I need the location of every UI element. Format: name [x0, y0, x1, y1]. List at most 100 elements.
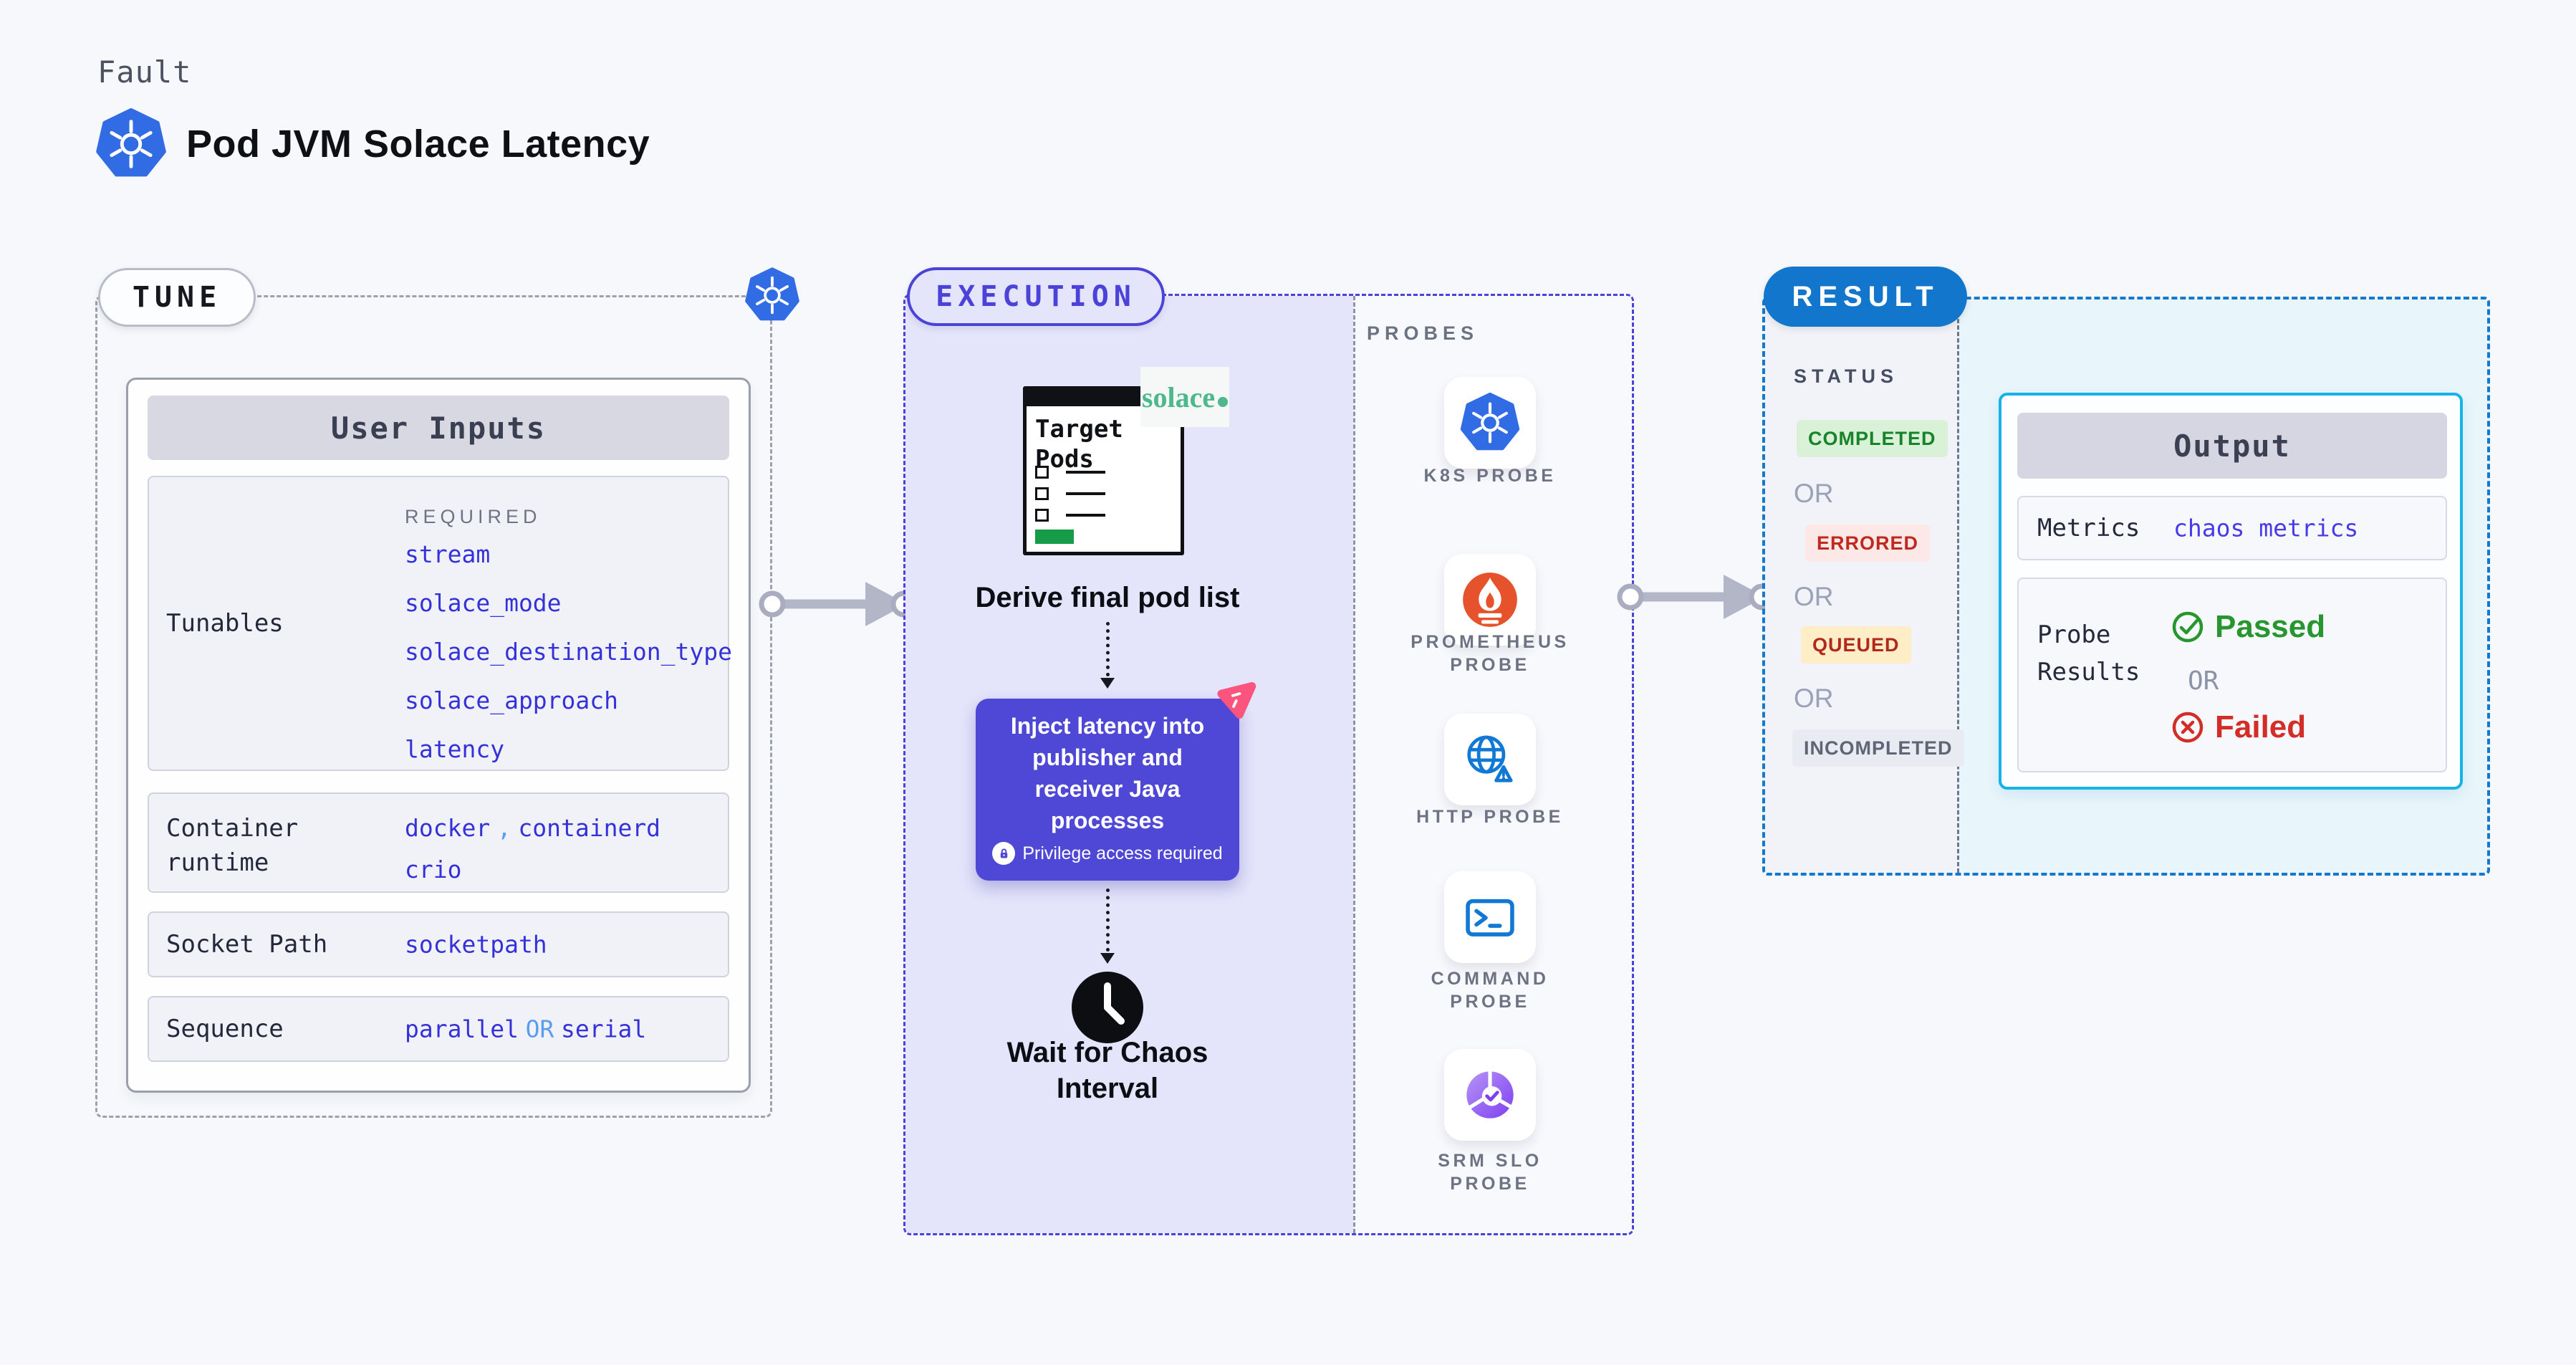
kubernetes-icon — [1459, 392, 1521, 454]
flow-arrow-execution-to-result — [1615, 566, 1778, 628]
probe-label-srm-slo: SRM SLO PROBE — [1438, 1151, 1542, 1194]
page-title-row: Pod JVM Solace Latency — [96, 107, 650, 181]
solace-dot-icon — [1218, 397, 1229, 407]
probe-card-command — [1444, 871, 1536, 963]
passed-text: Passed — [2215, 609, 2326, 644]
probe-card-prometheus — [1444, 554, 1536, 646]
inject-text-line: publisher and — [1032, 744, 1183, 770]
status-or-separator: OR — [1794, 684, 1834, 713]
page-title: Pod JVM Solace Latency — [186, 123, 650, 166]
checkbox-icon — [1035, 509, 1049, 522]
socket-path-row: Socket Path socketpath — [148, 911, 729, 977]
tunable-value: solace_approach — [405, 686, 619, 714]
user-inputs-card: User Inputs Tunables REQUIRED stream sol… — [126, 378, 751, 1093]
probe-results-or: OR — [2188, 666, 2219, 696]
probes-section-label: PROBES — [1367, 322, 1479, 344]
list-line — [1066, 471, 1105, 474]
status-badge-errored: ERRORED — [1805, 525, 1931, 562]
output-header: Output — [2017, 413, 2447, 479]
inject-latency-node: Inject latency into publisher and receiv… — [976, 699, 1239, 881]
probe-label-command: COMMAND PROBE — [1431, 969, 1549, 1012]
status-badge-incompleted: INCOMPLETED — [1792, 729, 1964, 767]
tunable-value: solace_destination_type — [405, 638, 732, 666]
socket-path-value: socketpath — [405, 930, 547, 959]
pod-list-item — [1035, 487, 1105, 500]
metrics-label: Metrics — [2037, 514, 2140, 542]
arrow-down-icon — [1100, 678, 1115, 689]
container-runtime-label: Container runtime — [166, 814, 299, 877]
tunables-label: Tunables — [166, 609, 284, 638]
tunable-value: stream — [405, 540, 491, 568]
x-circle-icon — [2171, 710, 2205, 744]
tune-section-box — [95, 295, 772, 1118]
flow-arrow-tune-to-execution — [756, 573, 920, 635]
status-section-label: STATUS — [1794, 365, 1898, 387]
sequence-value: parallel — [405, 1015, 519, 1043]
status-or-separator: OR — [1794, 479, 1834, 508]
runtime-value: docker — [405, 814, 491, 842]
status-badge-completed: COMPLETED — [1797, 420, 1948, 457]
probe-card-k8s — [1444, 377, 1536, 469]
wait-caption-line: Interval — [1056, 1073, 1159, 1104]
runtime-separator: , — [496, 814, 511, 842]
inject-text-line: Inject latency into — [1010, 713, 1205, 739]
prometheus-icon — [1459, 569, 1521, 631]
inject-text-line: receiver Java — [1034, 776, 1181, 802]
http-globe-icon — [1459, 729, 1521, 790]
sequence-values: parallel OR serial — [405, 1015, 646, 1043]
failed-result: Failed — [2171, 709, 2306, 745]
tunable-value: latency — [405, 735, 505, 763]
status-badge-queued: QUEUED — [1801, 626, 1911, 664]
sequence-value: serial — [560, 1015, 647, 1043]
probe-card-http — [1444, 714, 1536, 805]
kubernetes-icon — [96, 107, 166, 181]
socket-path-label: Socket Path — [166, 930, 328, 959]
probe-card-srm-slo — [1444, 1049, 1536, 1141]
privilege-badge-text: Privilege access required — [1022, 843, 1223, 863]
privilege-badge: Privilege access required — [992, 842, 1223, 865]
tune-stage-pill: TUNE — [98, 268, 256, 327]
probe-results-row: Probe Results Passed OR Failed — [2017, 578, 2447, 772]
wait-caption-line: Wait for Chaos — [1006, 1037, 1208, 1068]
status-output-divider — [1957, 300, 1959, 873]
probe-label-k8s: K8S PROBE — [1423, 466, 1557, 486]
probe-label-http: HTTP PROBE — [1416, 807, 1564, 827]
terminal-icon — [1459, 886, 1521, 948]
inject-text-line: processes — [1050, 808, 1165, 833]
metrics-value: chaos metrics — [2173, 514, 2359, 542]
pod-list-item — [1035, 509, 1105, 522]
solace-logo: solace — [1140, 367, 1229, 427]
status-panel — [1765, 300, 1957, 873]
runtime-value: containerd — [518, 814, 661, 842]
slo-gauge-icon — [1459, 1064, 1521, 1126]
output-card: Output Metrics chaos metrics Probe Resul… — [1999, 393, 2463, 790]
fault-eyebrow: Fault — [97, 54, 192, 90]
passed-result: Passed — [2171, 609, 2325, 645]
arrow-down-icon — [1100, 953, 1115, 964]
status-or-separator: OR — [1794, 582, 1834, 611]
solace-wordmark: solace — [1141, 380, 1216, 413]
progress-bar — [1035, 530, 1074, 544]
probe-results-label: Probe Results — [2037, 621, 2140, 686]
check-circle-icon — [2171, 610, 2205, 644]
metrics-row: Metrics chaos metrics — [2017, 496, 2447, 560]
tunables-row: Tunables REQUIRED stream solace_mode sol… — [148, 476, 732, 771]
result-stage-pill: RESULT — [1764, 267, 1967, 327]
pod-list-item — [1035, 466, 1105, 479]
execution-stage-pill: EXECUTION — [907, 267, 1165, 326]
wait-chaos-caption: Wait for Chaos Interval — [964, 1035, 1251, 1106]
list-line — [1066, 514, 1105, 517]
container-runtime-values: docker , containerd — [405, 814, 660, 842]
lock-icon — [992, 842, 1016, 865]
sequence-row: Sequence parallel OR serial — [148, 996, 729, 1062]
failed-text: Failed — [2215, 709, 2307, 744]
tune-stage-label: TUNE — [132, 281, 222, 314]
container-runtime-row: Container runtime docker , containerd cr… — [148, 792, 729, 893]
required-tag: REQUIRED — [405, 506, 542, 527]
chaos-experiment-icon — [1210, 676, 1261, 724]
list-line — [1066, 492, 1105, 495]
tunable-value: solace_mode — [405, 589, 562, 617]
execution-stage-label: EXECUTION — [936, 280, 1136, 313]
user-inputs-header: User Inputs — [148, 396, 729, 460]
